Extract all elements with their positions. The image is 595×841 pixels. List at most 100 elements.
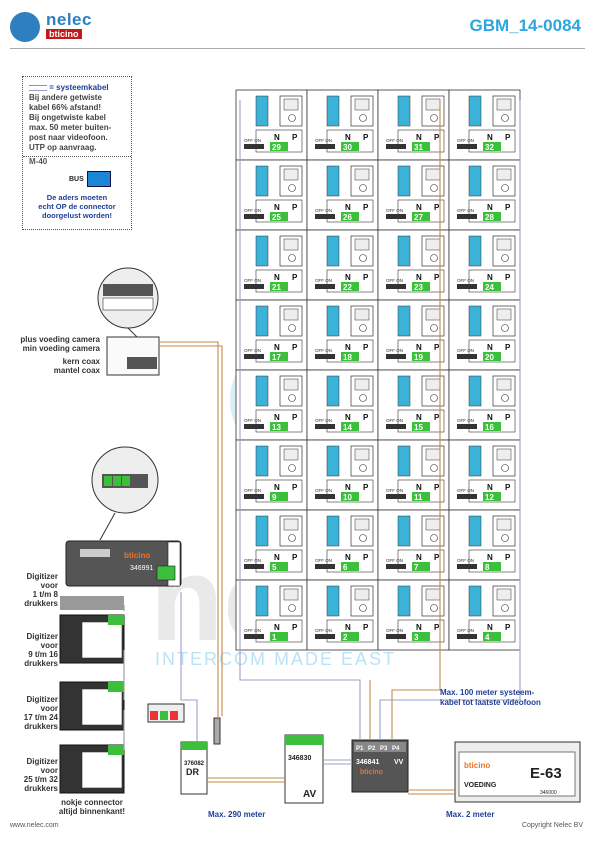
videophone-screen-icon xyxy=(283,588,299,601)
av-name: AV xyxy=(303,789,316,800)
videophone-screen-icon xyxy=(496,588,512,601)
switch-label: OFF ON xyxy=(386,628,403,633)
phone-connector-icon xyxy=(326,375,340,407)
videophone-button-icon xyxy=(430,184,438,192)
address-header-p: P xyxy=(292,483,298,492)
address-box xyxy=(255,479,303,503)
videophone-button-icon xyxy=(501,464,509,472)
phone-connector-icon xyxy=(397,445,411,477)
footer-left: www.nelec.com xyxy=(10,822,59,829)
switch-icon xyxy=(457,424,477,429)
videophone-screen-icon xyxy=(354,378,370,391)
address-number: 28 xyxy=(485,213,494,222)
address-header-n: N xyxy=(416,623,422,632)
vv-module: P1 P2 P3 P4 346841 VV bticino xyxy=(351,739,409,793)
address-header-p: P xyxy=(434,483,440,492)
switch-icon xyxy=(244,144,264,149)
address-number-bg xyxy=(341,492,359,501)
address-box xyxy=(255,549,303,573)
videophone-screen-icon xyxy=(425,448,441,461)
address-box xyxy=(255,199,303,223)
videophone-button-icon xyxy=(359,114,367,122)
address-header-n: N xyxy=(345,553,351,562)
vv-brand: bticino xyxy=(360,769,383,776)
switch-label: OFF ON xyxy=(244,278,261,283)
switch-label: OFF ON xyxy=(244,138,261,143)
videophone-screen-icon xyxy=(354,518,370,531)
switch-label: OFF ON xyxy=(457,278,474,283)
address-number: 1 xyxy=(272,633,277,642)
address-number-bg xyxy=(412,352,430,361)
address-box xyxy=(468,619,516,643)
address-box xyxy=(468,339,516,363)
main-unit-model: 346991 xyxy=(130,565,153,572)
videophone-screen-icon xyxy=(425,98,441,111)
address-header-p: P xyxy=(363,203,369,212)
address-number: 15 xyxy=(414,423,423,432)
cabling xyxy=(123,100,521,795)
address-header-n: N xyxy=(274,553,280,562)
address-header-p: P xyxy=(292,343,298,352)
switch-icon xyxy=(315,354,335,359)
address-number-bg xyxy=(270,142,288,151)
address-header-p: P xyxy=(434,343,440,352)
address-number: 20 xyxy=(485,353,494,362)
phone-connector-icon xyxy=(397,305,411,337)
address-header-p: P xyxy=(363,483,369,492)
address-header-p: P xyxy=(505,343,511,352)
brand-name: nelec xyxy=(46,10,92,29)
switch-icon xyxy=(244,634,264,639)
address-number-bg xyxy=(483,352,501,361)
address-number: 27 xyxy=(414,213,423,222)
vv-code: 346841 xyxy=(356,759,379,766)
address-box xyxy=(468,549,516,573)
switch-icon xyxy=(457,214,477,219)
address-box xyxy=(255,129,303,153)
watermark-tagline: INTERCOM MADE EAST xyxy=(155,649,396,669)
note-line: post naar videofoon. xyxy=(29,133,108,142)
address-number: 14 xyxy=(343,423,352,432)
address-box xyxy=(255,409,303,433)
address-number: 22 xyxy=(343,283,352,292)
camera-label: min voeding camera xyxy=(22,344,100,353)
address-number-bg xyxy=(341,282,359,291)
switch-label: OFF ON xyxy=(457,138,474,143)
phone-connector-icon xyxy=(255,305,269,337)
switch-icon xyxy=(244,494,264,499)
address-box xyxy=(397,269,445,293)
address-number: 10 xyxy=(343,493,352,502)
distance-100: Max. 100 meter systeem-kabel tot laatste… xyxy=(440,688,541,707)
address-number: 30 xyxy=(343,143,352,152)
address-header-n: N xyxy=(487,273,493,282)
address-number-bg xyxy=(483,422,501,431)
main-unit-brand: bticino xyxy=(124,551,150,560)
address-number: 9 xyxy=(272,493,277,502)
videophone-button-icon xyxy=(359,184,367,192)
videophone-button-icon xyxy=(288,254,296,262)
videophone-button-icon xyxy=(501,184,509,192)
switch-label: OFF ON xyxy=(457,208,474,213)
switch-icon xyxy=(244,214,264,219)
address-header-n: N xyxy=(416,553,422,562)
address-number: 2 xyxy=(343,633,348,642)
videophone-screen-icon xyxy=(354,588,370,601)
address-number-bg xyxy=(483,492,501,501)
videophone-screen-icon xyxy=(425,168,441,181)
videophone-screen-icon xyxy=(283,238,299,251)
videophone-button-icon xyxy=(430,464,438,472)
phone-connector-icon xyxy=(397,515,411,547)
switch-icon xyxy=(244,354,264,359)
videophone-screen-icon xyxy=(496,168,512,181)
address-header-n: N xyxy=(345,203,351,212)
address-header-p: P xyxy=(505,623,511,632)
address-number-bg xyxy=(412,212,430,221)
phone-connector-icon xyxy=(255,375,269,407)
